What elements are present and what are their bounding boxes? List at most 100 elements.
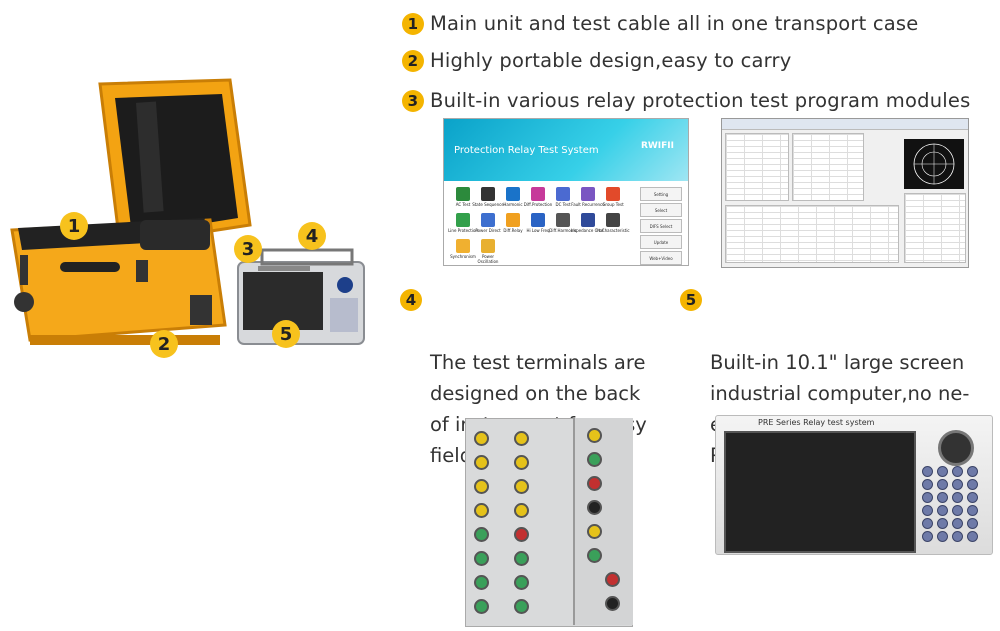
module-icon[interactable] — [506, 213, 520, 227]
software-test-screenshot — [721, 118, 969, 268]
results-table — [725, 205, 899, 263]
number-badge: 1 — [402, 12, 424, 35]
keypad-key — [952, 531, 963, 542]
keypad-key — [937, 518, 948, 529]
trackball — [938, 430, 974, 466]
terminal-jack — [605, 596, 620, 611]
side-button[interactable]: Setting — [640, 187, 682, 201]
feature-text: Built-in various relay protection test p… — [430, 89, 971, 112]
module-icon[interactable] — [556, 187, 570, 201]
keypad-key — [952, 466, 963, 477]
keypad-key — [922, 518, 933, 529]
module-icon[interactable] — [606, 187, 620, 201]
keypad-key — [952, 505, 963, 516]
module-label: Power Oscillation — [477, 254, 499, 264]
keypad-key — [937, 505, 948, 516]
module-icon[interactable] — [456, 213, 470, 227]
terminal-jack — [474, 599, 489, 614]
keypad-key — [967, 479, 978, 490]
module-icon[interactable] — [581, 213, 595, 227]
toolbar — [722, 119, 968, 130]
callout-5: 5 — [272, 320, 300, 348]
terminal-jack — [514, 551, 529, 566]
keypad-key — [952, 492, 963, 503]
terminal-jack — [587, 524, 602, 539]
module-label: DC Test — [555, 202, 571, 207]
terminal-jack — [474, 503, 489, 518]
module-icon[interactable] — [531, 187, 545, 201]
keypad-key — [937, 466, 948, 477]
keypad-key — [937, 492, 948, 503]
module-icon[interactable] — [456, 239, 470, 253]
keypad-key — [922, 531, 933, 542]
terminal-jack — [474, 455, 489, 470]
module-label: Diff.Relay — [503, 228, 523, 233]
module-label: Line Protection — [448, 228, 478, 233]
screen-unit: PRE Series Relay test system — [715, 415, 993, 555]
module-label: Power Direct — [475, 228, 501, 233]
terminal-jack — [587, 500, 602, 515]
vector-plot — [904, 139, 964, 189]
terminal-jack — [514, 455, 529, 470]
feature-text: Highly portable design,easy to carry — [430, 49, 792, 72]
brand-logo: RWIFII — [640, 141, 674, 151]
module-icon[interactable] — [506, 187, 520, 201]
keypad-key — [937, 479, 948, 490]
side-button[interactable]: Web+Video — [640, 251, 682, 265]
module-label: State Sequence — [472, 202, 504, 207]
callout-4: 4 — [298, 222, 326, 250]
module-label: Group Test — [602, 202, 624, 207]
number-badge: 5 — [680, 289, 702, 311]
callout-3: 3 — [234, 235, 262, 263]
terminal-jack — [605, 572, 620, 587]
keypad-key — [922, 466, 933, 477]
module-icon[interactable] — [456, 187, 470, 201]
side-button[interactable]: Select — [640, 203, 682, 217]
terminal-jack — [474, 431, 489, 446]
terminal-jack — [514, 527, 529, 542]
number-badge: 4 — [400, 289, 422, 311]
software-main-screenshot: Protection Relay Test System RWIFII AC T… — [443, 118, 689, 266]
module-label: Fault Recurrence — [571, 202, 605, 207]
module-label: Diff.Protection — [523, 202, 553, 207]
feature-3: 3 Built-in various relay protection test… — [402, 89, 970, 112]
terminal-jack — [587, 548, 602, 563]
number-badge: 3 — [402, 89, 424, 112]
feature-2: 2 Highly portable design,easy to carry — [402, 49, 792, 72]
keypad-key — [922, 492, 933, 503]
feature-1: 1 Main unit and test cable all in one tr… — [402, 12, 919, 35]
keypad-key — [967, 466, 978, 477]
module-icon[interactable] — [481, 187, 495, 201]
module-icon[interactable] — [531, 213, 545, 227]
module-label: Impedance Char. — [571, 228, 605, 233]
terminal-jack — [514, 479, 529, 494]
module-label: Hi Low Freq — [526, 228, 550, 233]
module-icon[interactable] — [481, 239, 495, 253]
terminal-jack — [514, 503, 529, 518]
unit-title: PRE Series Relay test system — [758, 418, 875, 427]
keypad-key — [952, 518, 963, 529]
module-icon[interactable] — [556, 213, 570, 227]
module-icon[interactable] — [481, 213, 495, 227]
software-title: Protection Relay Test System — [454, 145, 599, 156]
terminal-panel-right — [573, 418, 633, 625]
terminal-jack — [587, 452, 602, 467]
keypad-key — [967, 505, 978, 516]
module-icon[interactable] — [606, 213, 620, 227]
keypad-key — [922, 505, 933, 516]
terminal-jack — [474, 551, 489, 566]
keypad-key — [952, 479, 963, 490]
keypad-key — [967, 492, 978, 503]
table-panel — [725, 133, 789, 201]
display-screen — [724, 431, 916, 553]
terminal-jack — [587, 428, 602, 443]
module-icon[interactable] — [581, 187, 595, 201]
terminal-jack — [514, 431, 529, 446]
side-button[interactable]: Update — [640, 235, 682, 249]
callout-2: 2 — [150, 330, 178, 358]
number-badge: 2 — [402, 49, 424, 72]
software-banner: Protection Relay Test System RWIFII — [444, 119, 688, 181]
keypad-key — [967, 531, 978, 542]
keypad-key — [922, 479, 933, 490]
side-button[interactable]: DIFS Select — [640, 219, 682, 233]
